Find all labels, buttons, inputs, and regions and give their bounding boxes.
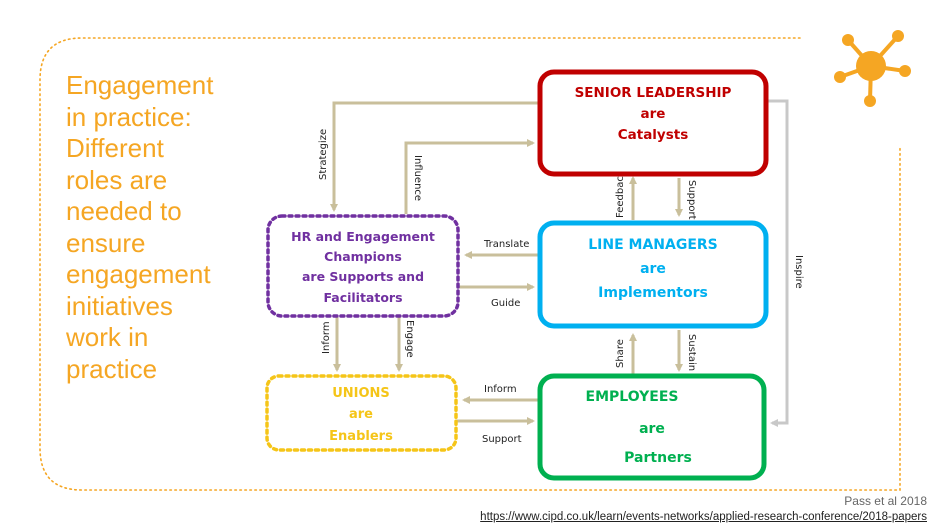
inform-vertical-label: Inform xyxy=(321,321,332,354)
node-hr-champions: HR and Engagement Champions are Supports… xyxy=(266,214,460,318)
hr-line3: are Supports and xyxy=(302,269,424,284)
unions-line3: Enablers xyxy=(329,429,393,444)
hr-line1: HR and Engagement xyxy=(291,229,435,244)
translate-label: Translate xyxy=(483,239,529,250)
lm-line1: LINE MANAGERS xyxy=(588,237,718,253)
lm-line3: Implementors xyxy=(598,285,708,301)
senior-line3: Catalysts xyxy=(618,127,689,143)
inspire-label: Inspire xyxy=(793,255,804,289)
inform-horizontal-label: Inform xyxy=(484,384,517,395)
senior-line1: SENIOR LEADERSHIP xyxy=(575,85,732,101)
node-senior-leadership: SENIOR LEADERSHIP are Catalysts xyxy=(537,69,769,177)
support-down-label: Support xyxy=(686,180,697,220)
lm-line2: are xyxy=(640,261,666,277)
senior-line2: are xyxy=(641,106,666,122)
hr-line4: Facilitators xyxy=(323,290,402,305)
support-horizontal-label: Support xyxy=(482,434,522,445)
employees-line3: Partners xyxy=(624,450,692,466)
strategize-label: Strategize xyxy=(318,129,329,180)
source-link[interactable]: https://www.cipd.co.uk/learn/events-netw… xyxy=(480,511,927,523)
strategize-arrow xyxy=(330,101,540,212)
citation: Pass et al 2018 xyxy=(844,494,927,508)
feedback-label: Feedback xyxy=(615,170,626,218)
slide-title: Engagement in practice: Different roles … xyxy=(66,70,214,384)
node-unions: UNIONS are Enablers xyxy=(265,374,458,452)
influence-label: Influence xyxy=(412,155,423,201)
share-label: Share xyxy=(615,339,626,368)
dotted-frame xyxy=(39,37,901,491)
node-line-managers: LINE MANAGERS are Implementors xyxy=(537,220,769,329)
hr-line2: Champions xyxy=(324,249,402,264)
hub-network-icon xyxy=(834,30,911,107)
sustain-label: Sustain xyxy=(686,334,697,371)
node-employees: EMPLOYEES are Partners xyxy=(537,373,767,481)
unions-line1: UNIONS xyxy=(332,386,390,401)
employees-line1: EMPLOYEES xyxy=(586,389,679,405)
inspire-arrow xyxy=(766,99,789,427)
influence-arrow xyxy=(404,139,535,214)
unions-line2: are xyxy=(349,407,373,422)
engage-label: Engage xyxy=(404,320,415,358)
guide-label: Guide xyxy=(491,298,520,309)
employees-line2: are xyxy=(639,421,665,437)
